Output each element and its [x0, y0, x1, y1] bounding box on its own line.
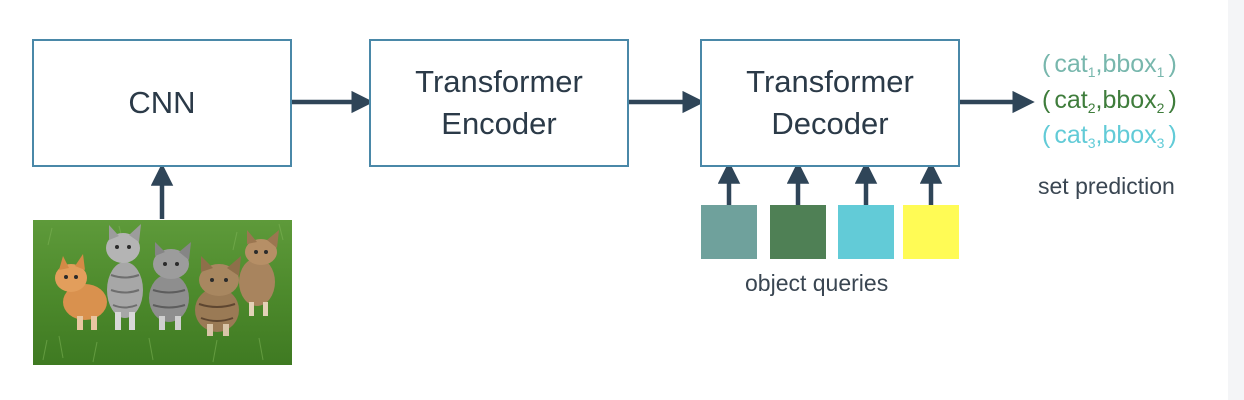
- page-edge: [1228, 0, 1244, 400]
- object-query-1: [701, 205, 757, 259]
- prediction-1: (cat1,bbox1): [1038, 50, 1181, 80]
- set-prediction-caption: set prediction: [1038, 173, 1175, 199]
- cnn-label: CNN: [128, 85, 196, 120]
- cnn-block: CNN: [32, 39, 292, 167]
- decoder-label: Transformer Decoder: [746, 64, 914, 141]
- encoder-label: Transformer Encoder: [415, 64, 583, 141]
- prediction-3: (cat3,bbox3): [1038, 121, 1181, 151]
- transformer-encoder-block: Transformer Encoder: [369, 39, 629, 167]
- open-paren: (: [1042, 86, 1051, 114]
- bbox-text: bbox: [1102, 121, 1157, 149]
- cat-subscript: 1: [1087, 64, 1096, 80]
- object-queries-caption: object queries: [745, 270, 889, 296]
- open-paren: (: [1042, 121, 1051, 149]
- bbox-text: bbox: [1102, 50, 1157, 78]
- cat-subscript: 2: [1087, 100, 1096, 116]
- transformer-decoder-block: Transformer Decoder: [700, 39, 960, 167]
- close-paren: ): [1168, 86, 1177, 114]
- bbox-text: bbox: [1102, 86, 1157, 114]
- object-query-3: [838, 205, 894, 259]
- bbox-subscript: 2: [1156, 100, 1165, 116]
- close-paren: ): [1168, 121, 1177, 149]
- cat-subscript: 3: [1087, 135, 1096, 151]
- cat-text: cat: [1054, 121, 1088, 149]
- close-paren: ): [1168, 50, 1177, 78]
- prediction-2: (cat2,bbox2): [1038, 86, 1181, 116]
- bbox-subscript: 1: [1156, 64, 1165, 80]
- bbox-subscript: 3: [1156, 135, 1165, 151]
- object-query-4: [903, 205, 959, 259]
- input-image: [33, 220, 292, 365]
- comma: ,: [1095, 121, 1103, 149]
- kittens-photo-icon: [33, 220, 292, 365]
- cat-text: cat: [1054, 50, 1088, 78]
- cat-text: cat: [1054, 86, 1088, 114]
- object-query-2: [770, 205, 826, 259]
- open-paren: (: [1042, 50, 1051, 78]
- comma: ,: [1095, 86, 1103, 114]
- comma: ,: [1095, 50, 1103, 78]
